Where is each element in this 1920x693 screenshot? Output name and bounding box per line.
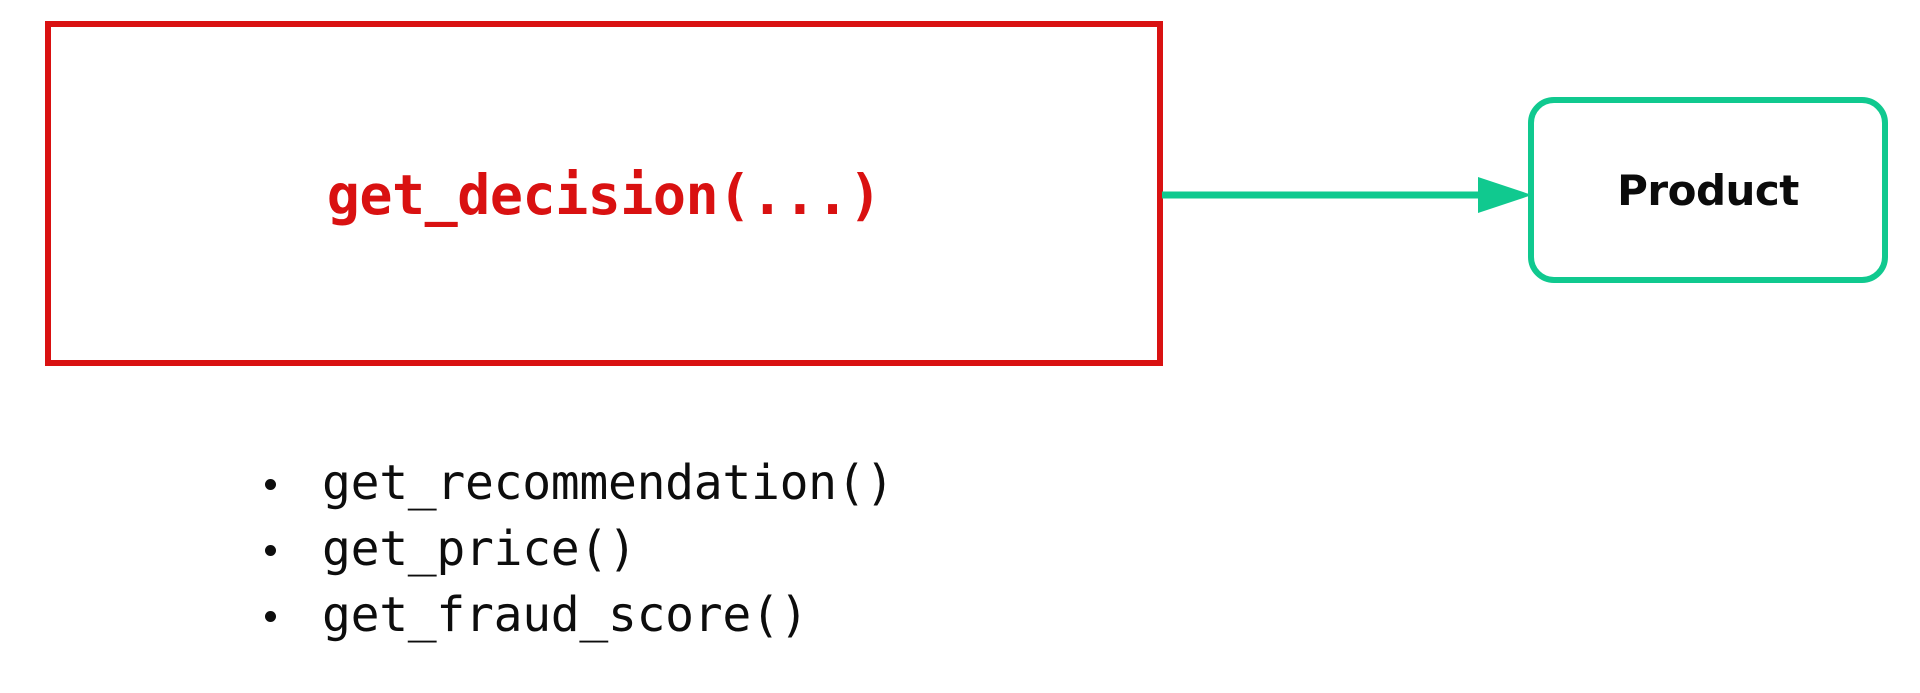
bullet-icon — [265, 545, 276, 556]
function-list: get_recommendation() get_price() get_fra… — [265, 459, 894, 657]
list-item: get_price() — [265, 525, 894, 591]
function-name-label: get_fraud_score() — [322, 587, 809, 643]
decision-node-label: get_decision(...) — [326, 163, 882, 227]
function-name-label: get_price() — [322, 521, 637, 577]
product-node-label: Product — [1617, 165, 1799, 215]
decision-node-box: get_decision(...) — [45, 21, 1163, 366]
list-item: get_recommendation() — [265, 459, 894, 525]
function-name-label: get_recommendation() — [322, 455, 894, 511]
product-node-box: Product — [1528, 97, 1888, 283]
bullet-icon — [265, 611, 276, 622]
list-item: get_fraud_score() — [265, 591, 894, 657]
flow-arrow-icon — [1162, 177, 1532, 213]
bullet-icon — [265, 479, 276, 490]
